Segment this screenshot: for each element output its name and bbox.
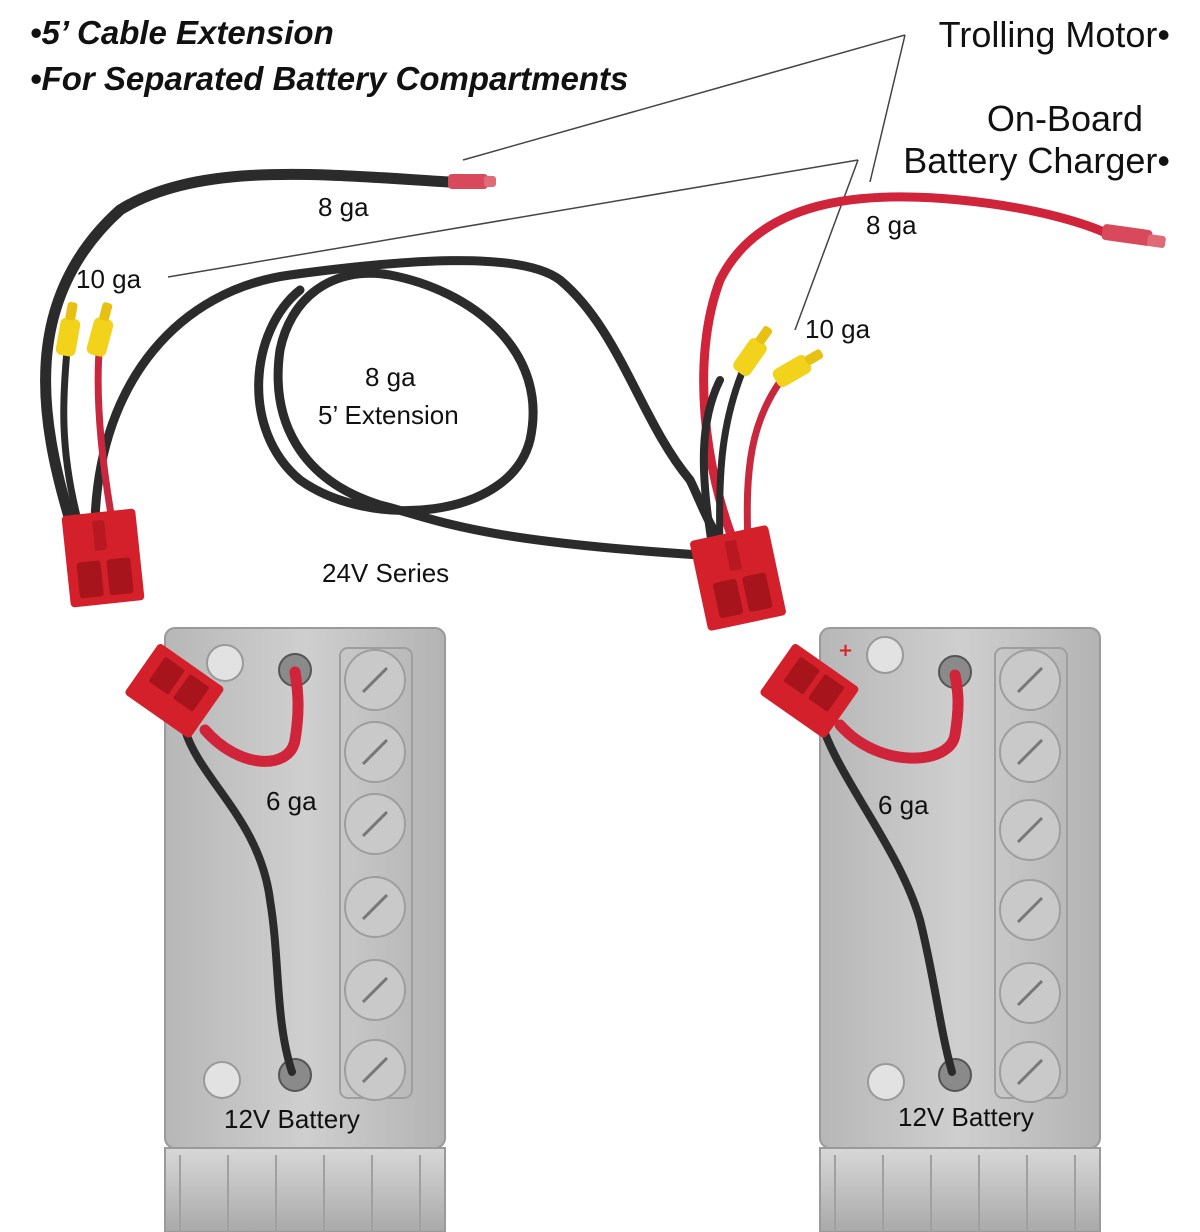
battery-left <box>125 627 446 1232</box>
label-right-10ga: 10 ga <box>805 314 871 344</box>
label-right-jumper-6ga: 6 ga <box>878 790 929 820</box>
right-8ga-ferrule <box>1101 224 1166 248</box>
leader-trolling-motor <box>462 34 906 161</box>
label-left-jumper-6ga: 6 ga <box>266 786 317 816</box>
leader-trolling-motor-right <box>869 34 906 183</box>
left-harness <box>40 168 730 560</box>
right-10ga-black-wire <box>716 361 749 549</box>
label-right-battery: 12V Battery <box>898 1102 1034 1132</box>
left-10ga-red-wire <box>94 336 116 524</box>
battery-left-post-positive <box>206 644 244 682</box>
battery-right: + <box>760 627 1101 1232</box>
battery-right-post-positive <box>866 636 904 674</box>
label-extension-8ga: 8 ga <box>365 362 416 392</box>
battery-right-post-bottom <box>938 1058 972 1092</box>
right-black-wire-main <box>699 376 724 549</box>
battery-right-plus-mark: + <box>838 640 853 661</box>
leader-lines <box>167 34 906 331</box>
right-10ga-red-wire <box>743 371 789 549</box>
label-24v-series: 24V Series <box>322 558 450 588</box>
leader-charger-left <box>167 159 859 278</box>
battery-right-post-bottom-white <box>867 1063 905 1101</box>
heading-cable-extension: •5’ Cable Extension <box>30 14 334 51</box>
label-right-8ga: 8 ga <box>866 210 917 240</box>
extension-cable <box>90 256 730 550</box>
left-10ga-black-wire <box>60 336 82 524</box>
right-10ga-terminals <box>733 326 824 387</box>
battery-left-red-jumper <box>199 666 304 767</box>
left-10ga-terminals <box>55 301 114 357</box>
label-left-10ga: 10 ga <box>76 264 142 294</box>
left-anderson-connector <box>61 508 145 608</box>
battery-right-black-jumper <box>818 721 956 1076</box>
label-left-8ga: 8 ga <box>318 192 369 222</box>
leader-charger-right <box>794 159 859 331</box>
battery-left-post-bottom <box>278 1058 312 1092</box>
right-harness <box>699 192 1115 550</box>
label-charger-line2: Battery Charger• <box>903 140 1170 181</box>
right-8ga-red-wire <box>699 192 1115 550</box>
label-extension: 5’ Extension <box>318 400 459 430</box>
left-8ga-ferrule <box>448 174 496 189</box>
label-charger-line1: On-Board <box>986 98 1143 139</box>
battery-right-red-jumper <box>834 669 964 764</box>
left-8ga-black-wire <box>40 168 456 526</box>
label-left-battery: 12V Battery <box>224 1104 360 1134</box>
battery-left-post-bottom-white <box>203 1061 241 1099</box>
label-trolling-motor: Trolling Motor• <box>938 14 1170 55</box>
extension-coil <box>254 268 705 560</box>
right-anderson-connector <box>690 525 786 631</box>
battery-left-black-jumper <box>181 726 296 1076</box>
heading-separated-compartments: •For Separated Battery Compartments <box>30 60 629 97</box>
